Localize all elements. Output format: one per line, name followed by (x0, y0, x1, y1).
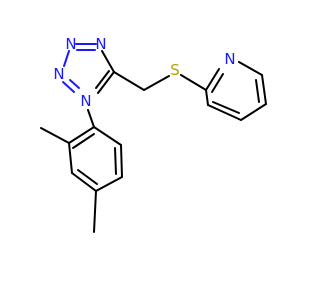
bond-n3-aryl (87, 109, 95, 128)
bond-py-c4-c3 (207, 104, 242, 121)
bond-c5-n3 (97, 71, 115, 94)
pyridine-ring (205, 61, 267, 121)
bond-ar-methyl-ortho (40, 127, 70, 144)
bond-ar-c1-c2-double (72, 133, 95, 149)
bond-ar-c5-c6-double (114, 147, 117, 175)
thiomethyl-linker (113, 71, 207, 91)
bond-n2-c5 (101, 50, 115, 73)
bond-ar-c6-c1 (93, 126, 122, 146)
molecule-structure: N N N N S N (40, 35, 267, 233)
bond-py-c6-c5-double (255, 79, 260, 103)
bond-py-c2-n-double (211, 73, 224, 93)
bond-ar-c3-c4-double (77, 169, 98, 185)
bond-py-c4-c3-double (212, 101, 240, 114)
atom-label-n: N (53, 65, 64, 83)
bond-ar-c2-c3 (68, 142, 73, 174)
atom-label-n: N (95, 35, 106, 53)
bond-ar-c3-c4 (71, 172, 97, 192)
bond-py-c5-c4 (240, 103, 267, 121)
atom-label-n: N (80, 92, 91, 110)
atom-label-s: S (170, 61, 180, 79)
bond-ar-methyl-para (93, 190, 97, 233)
bond-n4-n3-double (69, 79, 80, 89)
bond-s-cpy (180, 74, 207, 91)
bond-py-c6-c5 (261, 74, 267, 105)
bond-py-n-c6 (238, 61, 263, 76)
bond-n1-n4 (63, 50, 70, 67)
bond-c5-ch2 (113, 71, 145, 91)
bond-ar-c4-c5 (95, 176, 123, 192)
atom-label-n: N (65, 35, 76, 53)
bond-py-c2-n (205, 68, 220, 91)
bond-n4-n3 (62, 81, 75, 93)
atom-label-n: N (224, 50, 235, 68)
bond-ch2-s (143, 75, 170, 91)
bond-py-c3-c2 (205, 89, 209, 106)
atom-labels: N N N N S N (53, 35, 235, 110)
bond-c5-n3-double (95, 70, 110, 89)
tetrazole-ring (62, 43, 115, 94)
bond-ar-c5-c6 (120, 144, 123, 178)
dimethylphenyl-ring (40, 126, 123, 233)
bond-ar-c1-c2 (68, 126, 95, 144)
